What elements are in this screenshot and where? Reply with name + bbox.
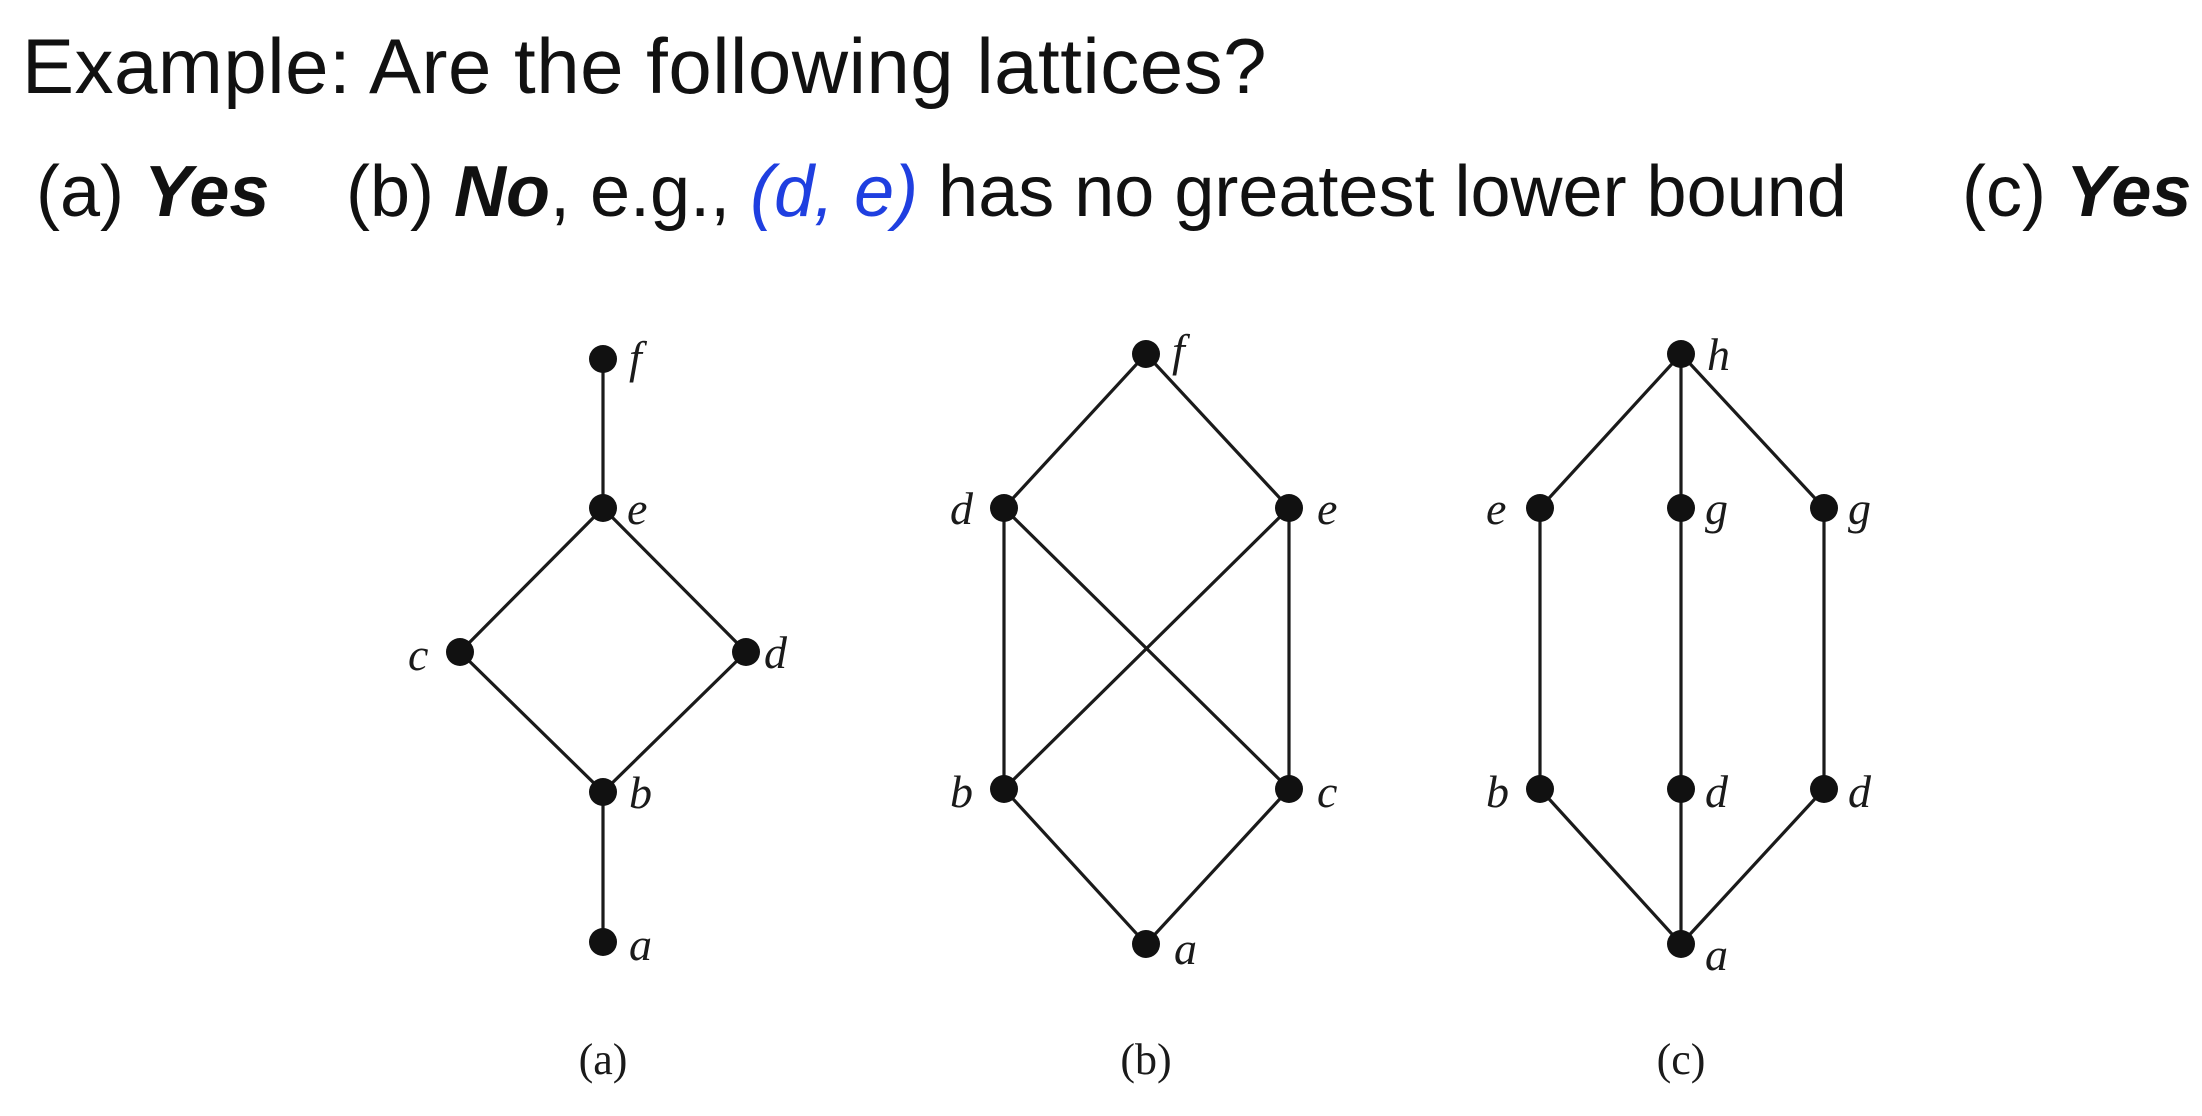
node-label-e: e [1486,483,1506,534]
node-h [1667,340,1695,368]
edge-e-c [458,506,605,654]
diagram-caption: (a) [579,1035,628,1084]
edge-b-a [1538,787,1683,946]
node-d [732,638,760,666]
node-d2 [1810,775,1838,803]
answer-c-tag: (c) [1962,152,2066,232]
node-label-g1: g [1705,483,1728,534]
node-b [1526,775,1554,803]
node-g1 [1667,494,1695,522]
answers-row: (a) Yes (b) No, e.g., (d, e) has no grea… [0,142,2202,242]
answer-c-verdict: Yes [2065,152,2192,232]
node-label-g2: g [1848,483,1871,534]
node-label-d2: d [1848,766,1872,817]
node-g2 [1810,494,1838,522]
answer-c: (c) Yes [1962,142,2191,242]
node-a [1132,930,1160,958]
node-label-a: a [1174,923,1197,974]
edge-e-d [601,506,748,654]
answer-b-highlight: (d, e) [750,152,919,232]
node-label-e: e [1317,483,1337,534]
node-e [589,494,617,522]
node-label-h: h [1707,329,1730,380]
answer-b: (b) No, e.g., (d, e) has no greatest low… [346,142,1847,242]
edge-d2-a [1679,787,1826,946]
node-b [589,778,617,806]
node-label-b: b [629,767,652,818]
edge-f-e [1144,352,1291,510]
edge-d-b [601,650,748,794]
edge-h-g2 [1679,352,1826,510]
answer-b-verdict: No [454,152,550,232]
page-title: Example: Are the following lattices? [22,22,1267,110]
node-a [589,928,617,956]
answer-b-tag: (b) [346,152,454,232]
answer-a: (a) Yes [36,142,269,242]
answer-b-pre: , e.g., [549,152,751,232]
node-label-c: c [1317,766,1337,817]
diagram-c: h e g g b d d a (c) [1486,329,1872,1084]
node-label-d: d [764,627,788,678]
diagram-b: f d e b c a (b) [950,325,1337,1084]
node-c [446,638,474,666]
node-label-e: e [627,483,647,534]
node-d1 [1667,775,1695,803]
diagram-a: f e c d b a (a) [408,332,788,1084]
node-f [1132,340,1160,368]
node-f [589,345,617,373]
node-label-f: f [629,332,648,383]
node-label-d1: d [1705,766,1729,817]
node-a [1667,930,1695,958]
answer-a-verdict: Yes [144,152,270,232]
node-label-b: b [950,766,973,817]
node-e [1275,494,1303,522]
edge-e-b [1002,506,1291,791]
edge-f-d [1002,352,1148,510]
answer-a-tag: (a) [36,152,144,232]
node-b [990,775,1018,803]
node-label-a: a [629,919,652,970]
node-label-c: c [408,629,428,680]
edge-h-e [1538,352,1683,510]
node-c [1275,775,1303,803]
answer-b-post: has no greatest lower bound [918,152,1847,232]
node-e [1526,494,1554,522]
edge-b-a [1002,787,1148,946]
edge-c-a [1144,787,1291,946]
diagram-caption: (b) [1120,1035,1171,1084]
node-label-a: a [1705,929,1728,980]
node-label-b: b [1486,766,1509,817]
node-label-f: f [1172,325,1191,376]
node-d [990,494,1018,522]
edge-c-b [458,650,605,794]
node-label-d: d [950,483,974,534]
diagram-caption: (c) [1657,1035,1706,1084]
